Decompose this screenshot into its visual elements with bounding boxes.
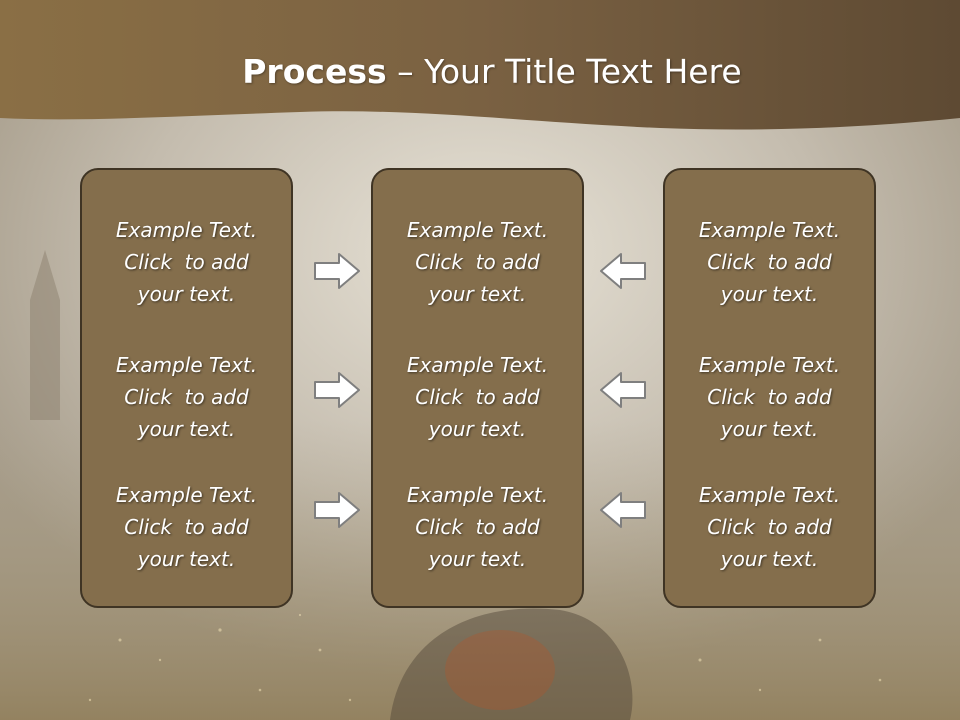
arrow-left-icon[interactable] bbox=[597, 490, 647, 530]
arrow-left-icon[interactable] bbox=[597, 251, 647, 291]
text-block[interactable]: Example Text. Click to add your text. bbox=[373, 214, 582, 310]
title-rest: – Your Title Text Here bbox=[386, 52, 742, 91]
text-line: Click to add bbox=[415, 250, 540, 274]
text-line: your text. bbox=[720, 282, 819, 306]
text-line: Click to add bbox=[707, 250, 832, 274]
text-line: Example Text. bbox=[406, 353, 549, 377]
process-box-left[interactable]: Example Text. Click to add your text. Ex… bbox=[80, 168, 293, 608]
text-line: Click to add bbox=[707, 385, 832, 409]
text-line: Example Text. bbox=[115, 483, 258, 507]
text-line: Click to add bbox=[415, 385, 540, 409]
arrow-left-icon[interactable] bbox=[597, 370, 647, 410]
text-block[interactable]: Example Text. Click to add your text. bbox=[373, 349, 582, 445]
text-block[interactable]: Example Text. Click to add your text. bbox=[665, 479, 874, 575]
arrow-right-icon[interactable] bbox=[313, 370, 363, 410]
arrow-right-icon[interactable] bbox=[313, 490, 363, 530]
text-line: your text. bbox=[428, 417, 527, 441]
text-line: your text. bbox=[137, 417, 236, 441]
text-block[interactable]: Example Text. Click to add your text. bbox=[665, 349, 874, 445]
text-line: your text. bbox=[137, 282, 236, 306]
text-line: your text. bbox=[720, 417, 819, 441]
text-line: Example Text. bbox=[698, 353, 841, 377]
slide-title[interactable]: Process – Your Title Text Here bbox=[0, 52, 960, 91]
text-line: your text. bbox=[428, 547, 527, 571]
text-block[interactable]: Example Text. Click to add your text. bbox=[373, 479, 582, 575]
title-bold: Process bbox=[242, 52, 387, 91]
process-box-center[interactable]: Example Text. Click to add your text. Ex… bbox=[371, 168, 584, 608]
text-block[interactable]: Example Text. Click to add your text. bbox=[82, 349, 291, 445]
text-line: Click to add bbox=[124, 515, 249, 539]
text-line: your text. bbox=[137, 547, 236, 571]
text-line: Click to add bbox=[707, 515, 832, 539]
text-line: Example Text. bbox=[115, 218, 258, 242]
text-line: Example Text. bbox=[698, 483, 841, 507]
text-line: your text. bbox=[720, 547, 819, 571]
text-line: Example Text. bbox=[406, 483, 549, 507]
text-block[interactable]: Example Text. Click to add your text. bbox=[82, 479, 291, 575]
text-line: Click to add bbox=[415, 515, 540, 539]
text-line: Example Text. bbox=[698, 218, 841, 242]
text-block[interactable]: Example Text. Click to add your text. bbox=[665, 214, 874, 310]
process-box-right[interactable]: Example Text. Click to add your text. Ex… bbox=[663, 168, 876, 608]
text-block[interactable]: Example Text. Click to add your text. bbox=[82, 214, 291, 310]
text-line: Click to add bbox=[124, 385, 249, 409]
text-line: Example Text. bbox=[406, 218, 549, 242]
text-line: your text. bbox=[428, 282, 527, 306]
arrow-right-icon[interactable] bbox=[313, 251, 363, 291]
text-line: Example Text. bbox=[115, 353, 258, 377]
title-band bbox=[0, 0, 960, 130]
text-line: Click to add bbox=[124, 250, 249, 274]
